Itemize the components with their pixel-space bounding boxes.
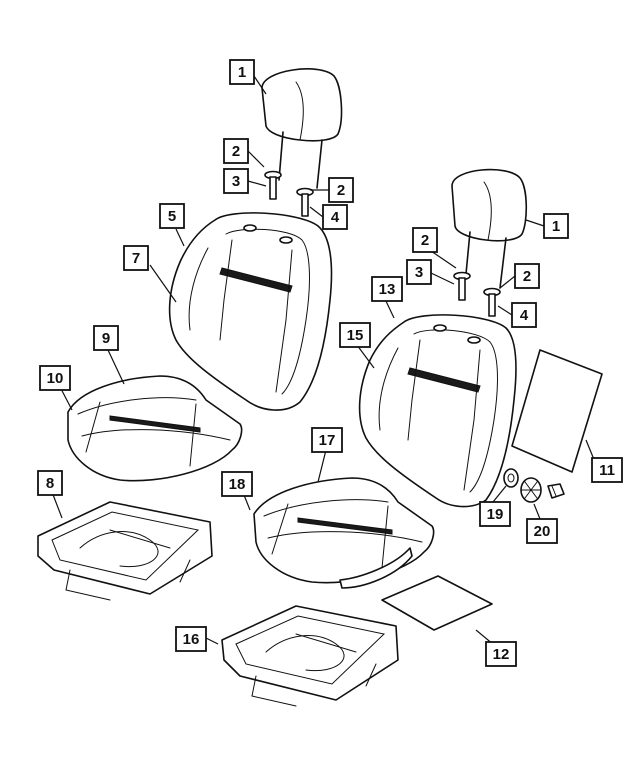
callout-3-right: 3: [406, 259, 432, 285]
right-seat-cushion: [253, 477, 435, 589]
leader-lines: [51, 75, 596, 646]
svg-text:2: 2: [337, 182, 345, 199]
callout-5: 5: [159, 203, 185, 229]
svg-text:11: 11: [599, 462, 615, 479]
svg-text:4: 4: [331, 209, 340, 226]
callout-7: 7: [123, 245, 149, 271]
left-seat-frame: [37, 501, 213, 601]
callout-9: 9: [93, 325, 119, 351]
seat-cushion-pad: [381, 575, 493, 631]
callout-15: 15: [339, 322, 371, 348]
callout-20: 20: [526, 518, 558, 544]
right-headrest-guides: [453, 271, 501, 317]
right-headrest: [451, 168, 528, 289]
callout-2-right-b: 2: [514, 263, 540, 289]
left-seat-cushion: [67, 375, 243, 482]
svg-text:19: 19: [487, 506, 504, 523]
callout-16: 16: [175, 626, 207, 652]
callout-2-left-a: 2: [223, 138, 249, 164]
callout-3-left: 3: [223, 168, 249, 194]
callout-11: 11: [591, 457, 623, 483]
svg-text:7: 7: [132, 250, 140, 267]
left-headrest: [261, 68, 343, 189]
seat-back-pad: [511, 349, 603, 473]
svg-text:3: 3: [415, 264, 423, 281]
svg-text:2: 2: [523, 268, 531, 285]
svg-text:2: 2: [421, 232, 429, 249]
svg-text:4: 4: [520, 307, 529, 324]
svg-text:8: 8: [46, 475, 54, 492]
callout-10: 10: [39, 365, 71, 391]
svg-text:17: 17: [319, 432, 336, 449]
callout-2-left-b: 2: [328, 177, 354, 203]
svg-text:15: 15: [347, 327, 364, 344]
callout-12: 12: [485, 641, 517, 667]
callout-2-right-a: 2: [412, 227, 438, 253]
svg-text:13: 13: [379, 281, 396, 298]
callout-4-left: 4: [322, 204, 348, 230]
recliner-hardware: [503, 468, 565, 503]
svg-text:5: 5: [168, 208, 176, 225]
callout-1-left: 1: [229, 59, 255, 85]
svg-text:3: 3: [232, 173, 240, 190]
right-seat-frame: [221, 605, 399, 707]
svg-text:10: 10: [47, 370, 64, 387]
callout-18: 18: [221, 471, 253, 497]
callout-4-right: 4: [511, 302, 537, 328]
callout-17: 17: [311, 427, 343, 453]
svg-text:9: 9: [102, 330, 110, 347]
svg-text:1: 1: [552, 218, 560, 235]
svg-text:20: 20: [534, 523, 551, 540]
callout-19: 19: [479, 501, 511, 527]
svg-text:12: 12: [493, 646, 510, 663]
callout-13: 13: [371, 276, 403, 302]
callout-1-right: 1: [543, 213, 569, 239]
svg-text:18: 18: [229, 476, 246, 493]
right-seat-back: [358, 314, 517, 508]
svg-text:2: 2: [232, 143, 240, 160]
svg-text:1: 1: [238, 64, 246, 81]
left-headrest-guides: [264, 170, 314, 217]
callout-8: 8: [37, 470, 63, 496]
svg-text:16: 16: [183, 631, 200, 648]
left-seat-back: [168, 212, 333, 411]
